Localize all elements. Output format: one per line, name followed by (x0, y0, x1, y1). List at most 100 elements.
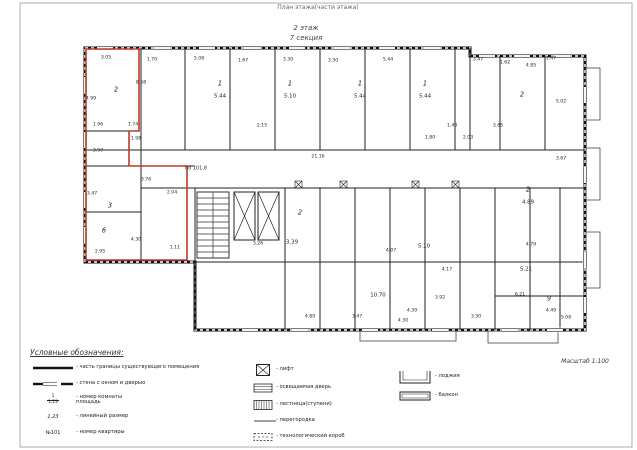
plan-label-area: 5.21 (519, 266, 533, 273)
legend-columns: - часть границы существующего помещения -… (30, 360, 530, 445)
plan-label-room: 2 (519, 90, 525, 99)
duct-icon (250, 432, 276, 442)
legend-column-2: - лифт - освещаемая дверь - лестница(ступе… (250, 360, 380, 445)
legend-label: - номер квартиры (76, 428, 125, 435)
legend-item: - технологический короб (250, 432, 380, 443)
plan-label-area: 10.70 (370, 292, 386, 299)
plan-label-room: 1 (422, 79, 428, 88)
plan-label-dim: 3.67 (555, 156, 567, 162)
plan-label-dim: 2.95 (94, 249, 106, 255)
legend-label: - балкон (435, 391, 458, 398)
plan-label-dim: 5.02 (555, 99, 567, 105)
plan-label-room: 6 (101, 226, 107, 235)
plan-label-room: 9 (546, 294, 552, 303)
legend-item: - освещаемая дверь (250, 382, 380, 394)
legend-column-3: - лоджия - балкон (395, 366, 515, 404)
plan-label-note: по 101.8 (184, 165, 208, 172)
plan-label-area: 4.89 (521, 199, 535, 206)
sheet-title: План этажа(части этажа) (277, 4, 359, 11)
plan-label-room: 2 (113, 85, 119, 94)
legend-sublabel: площадь (76, 399, 101, 406)
plan-label-dim: 3.30 (470, 314, 482, 320)
plan-label-dim: 4.07 (385, 248, 397, 254)
stairs (196, 191, 230, 259)
plan-label-area: 5.44 (418, 93, 432, 100)
legend-label: - перегородка (276, 417, 315, 424)
plan-label-dim: 2.04 (166, 190, 178, 196)
plan-label-room: 2 (297, 208, 303, 217)
highlight-boundary (85, 48, 188, 261)
plan-label-dim: 1.47 (545, 56, 557, 62)
plan-label-area: 5.44 (213, 93, 227, 100)
plan-label-dim: 3.85 (492, 123, 504, 129)
lift-icon (250, 363, 276, 377)
plan-label-dim: 3.47 (351, 314, 363, 320)
plan-label-dim: 1.80 (424, 135, 436, 141)
dim-number-icon: 1.23 (47, 413, 59, 420)
plan-label-dim: 3.76 (140, 177, 152, 183)
plan-label-dim: 1.62 (499, 60, 511, 66)
plan-label-room: 2 (525, 185, 531, 194)
plan-label-dim: 4.39 (406, 308, 418, 314)
plan-label-dim: 4.79 (525, 242, 537, 248)
floor-label: 2 этаж (293, 24, 319, 32)
plan-label-area: 5.10 (283, 93, 297, 100)
sheet-frame (19, 2, 633, 448)
scale-note: Масштаб 1:100 (561, 358, 609, 365)
legend-item: 1.23- линейный размер (30, 411, 240, 422)
plan-label-dim: 4.99 (85, 96, 97, 102)
plan-label-dim: 2.15 (256, 123, 268, 129)
outer-walls (83, 46, 587, 332)
glass-door-icon (250, 382, 276, 394)
plan-label-dim: 3.92 (434, 295, 446, 301)
section-label: 7 секция (289, 34, 323, 42)
plan-label-dim: 4.17 (441, 267, 453, 273)
legend-label: - лоджия (435, 372, 460, 379)
plan-label-dim: 4.30 (397, 318, 409, 324)
legend: Условные обозначения: - часть границы су… (30, 348, 530, 445)
legend-label: - технологический короб (276, 433, 345, 440)
plan-label-dim: 1.67 (237, 58, 249, 64)
plan-label-dim: 3.30 (327, 58, 339, 64)
plan-label-dim: 4.49 (545, 308, 557, 314)
apt-number-icon: №101 (45, 429, 61, 436)
plan-label-dim: 3.30 (282, 57, 294, 63)
partition-icon (250, 417, 276, 425)
elevator-shaft (233, 191, 280, 241)
plan-label-dim: 5.08 (193, 56, 205, 62)
legend-item: - балкон (395, 390, 515, 402)
tech-ducts (294, 180, 460, 189)
stairs-icon (250, 399, 276, 411)
plan-label-dim: 21.16 (311, 154, 325, 160)
plan-label-dim: 3.05 (100, 55, 112, 61)
plan-label-dim: 3.97 (92, 148, 104, 154)
loggia-icon (395, 369, 435, 385)
balconies (359, 67, 601, 344)
legend-item: - перегородка (250, 416, 380, 427)
legend-column-1: - часть границы существующего помещения -… (30, 360, 240, 441)
plan-label-room: 1 (357, 79, 363, 88)
plan-label-dim: 4.89 (304, 314, 316, 320)
plan-label-dim: 2.03 (462, 135, 474, 141)
legend-item: - лифт (250, 363, 380, 377)
legend-label: - освещаемая дверь (276, 383, 332, 390)
plan-label-room: 1 (287, 79, 293, 88)
legend-item: - лестница(ступени) (250, 399, 380, 411)
legend-label: - стена с окном и дверью (76, 380, 146, 387)
windows (82, 45, 588, 333)
plan-label-dim: 5.44 (382, 57, 394, 63)
plan-label-area: 5.44 (353, 93, 367, 100)
plan-label-dim: 4.30 (130, 237, 142, 243)
plan-label-dim: 1.11 (169, 245, 181, 251)
balcony-icon (395, 390, 435, 402)
legend-item: - стена с окном и дверью (30, 379, 240, 390)
legend-label: - часть границы существующего помещения (76, 364, 200, 371)
wall-window-door-icon (30, 379, 76, 389)
legend-title: Условные обозначения: (30, 348, 124, 357)
legend-item: - часть границы существующего помещения (30, 363, 240, 374)
